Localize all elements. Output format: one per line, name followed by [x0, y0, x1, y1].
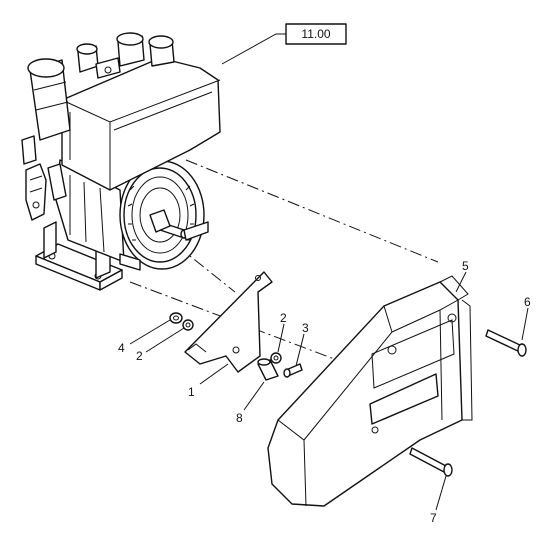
engine-assembly	[21, 32, 221, 291]
callout-3: 3	[302, 321, 309, 335]
reference-label: 11.00	[301, 27, 330, 41]
callout-2-right: 2	[280, 311, 287, 325]
leader-lines	[129, 271, 529, 511]
callout-2-left: 2	[136, 349, 143, 363]
mounting-bracket	[184, 271, 273, 373]
hardware-parts	[169, 312, 303, 381]
callout-labels: 4 2 1 2 3 8 5 6 7	[118, 259, 531, 525]
callout-7: 7	[430, 511, 437, 525]
callout-5: 5	[462, 259, 469, 273]
bolt-7	[409, 447, 453, 477]
bolt-6	[485, 329, 527, 357]
callout-6: 6	[524, 295, 531, 309]
reference-box-11-00: 11.00	[221, 23, 347, 65]
belt-guard-cover	[267, 275, 473, 507]
callout-4: 4	[118, 341, 125, 355]
callout-8: 8	[236, 411, 243, 425]
callout-1: 1	[188, 385, 195, 399]
